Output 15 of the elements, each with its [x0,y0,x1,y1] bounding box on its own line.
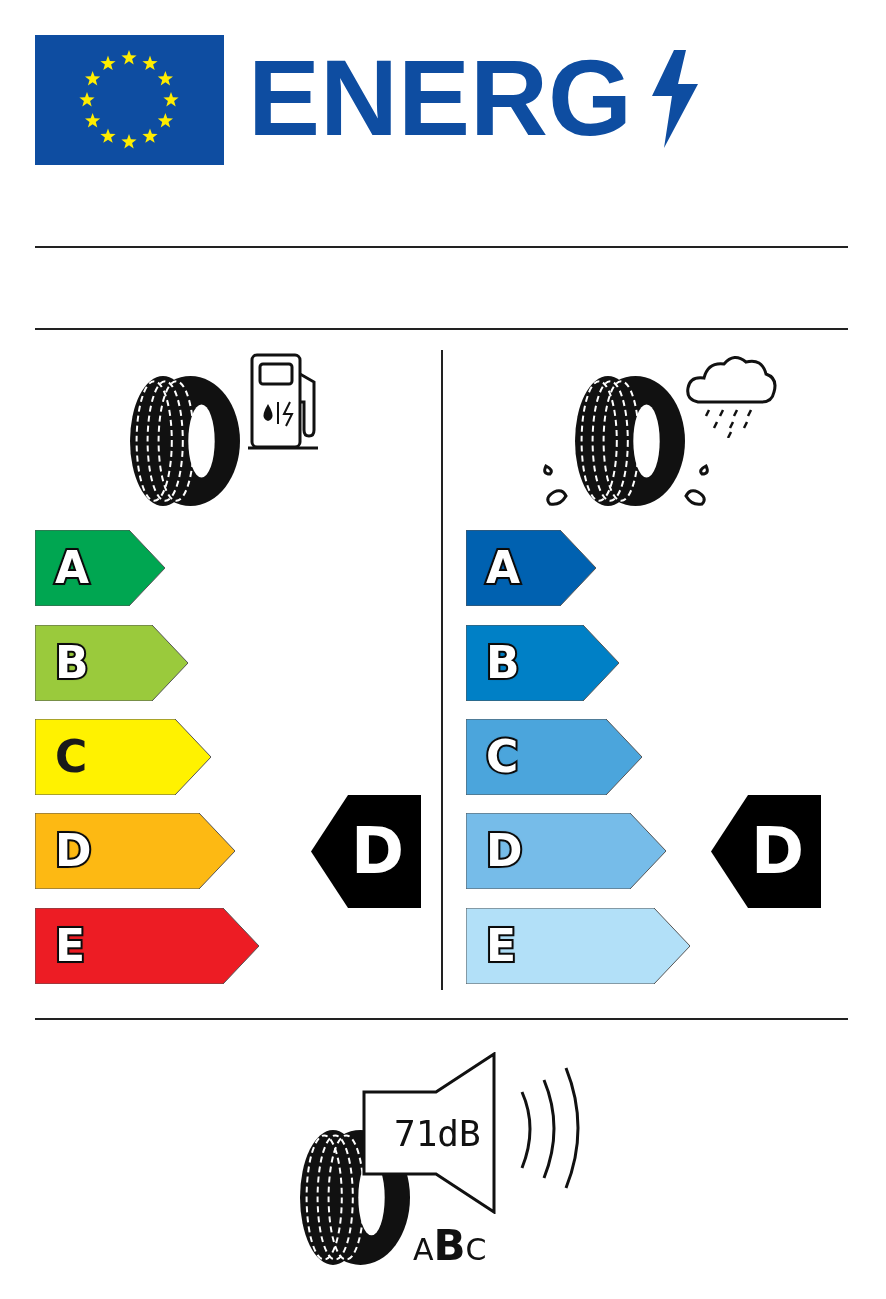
rating-class-band: E [35,908,259,984]
rating-class-band: A [35,530,165,606]
rating-indicator: D [711,795,821,908]
rating-class-band: C [35,719,211,795]
rating-class-band: D [35,813,235,889]
rating-class-band: B [35,625,188,701]
rating-class-band: E [466,908,690,984]
rating-class-band: D [466,813,666,889]
rating-class-band: A [466,530,596,606]
rating-indicator: D [311,795,421,908]
speaker-icon: 71dB [362,1052,496,1214]
energy-heading: ENERG [248,36,633,160]
rating-class-band: C [466,719,642,795]
noise-class-label: ABC [413,1226,487,1270]
rating-class-band: B [466,625,619,701]
